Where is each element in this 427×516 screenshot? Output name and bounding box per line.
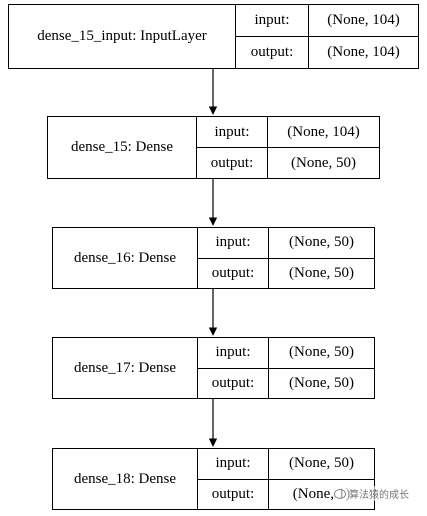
output-label: output: <box>211 485 255 502</box>
layer-node-input: dense_15_input: InputLayer input: output… <box>8 4 419 69</box>
port-shapes: (None, 104) (None, 104) <box>309 5 418 68</box>
layer-name: dense_17: Dense <box>53 338 198 398</box>
input-label: input: <box>236 5 308 37</box>
output-label: output: <box>250 44 294 60</box>
input-shape: (None, 104) <box>268 117 379 148</box>
wechat-icon <box>334 488 346 499</box>
input-label: input: <box>198 449 268 480</box>
layer-name: dense_18: Dense <box>53 449 198 509</box>
input-shape: (None, 50) <box>269 449 374 480</box>
layer-node-dense-17: dense_17: Dense input: output: (None, 50… <box>52 337 375 399</box>
output-shape: (None, 50) <box>289 264 354 281</box>
layer-name: dense_15_input: InputLayer <box>9 5 236 68</box>
port-labels: input: output: <box>198 228 269 288</box>
input-label: input: <box>198 338 268 369</box>
port-labels: input: output: <box>198 449 269 509</box>
input-shape: (None, 104) <box>309 5 418 37</box>
output-shape: (None, 50) <box>291 154 356 171</box>
port-labels: input: output: <box>198 338 269 398</box>
output-label: output: <box>211 374 255 391</box>
input-shape: (None, 50) <box>269 228 374 259</box>
watermark: 算法猿的成长 <box>334 486 409 501</box>
port-shapes: (None, 50) (None, 50) <box>269 228 374 288</box>
layer-node-dense-15: dense_15: Dense input: output: (None, 10… <box>47 116 380 179</box>
input-shape: (None, 50) <box>269 338 374 369</box>
port-labels: input: output: <box>197 117 268 178</box>
input-label: input: <box>198 228 268 259</box>
port-labels: input: output: <box>236 5 309 68</box>
layer-name: dense_15: Dense <box>48 117 197 178</box>
output-shape: (None, 104) <box>327 44 400 60</box>
layer-node-dense-18: dense_18: Dense input: output: (None, 50… <box>52 448 375 510</box>
input-label: input: <box>197 117 267 148</box>
output-label: output: <box>210 154 254 171</box>
output-shape: (None, 50) <box>289 374 354 391</box>
layer-name: dense_16: Dense <box>53 228 198 288</box>
output-label: output: <box>211 264 255 281</box>
watermark-text: 算法猿的成长 <box>349 490 409 501</box>
port-shapes: (None, 104) (None, 50) <box>268 117 379 178</box>
layer-node-dense-16: dense_16: Dense input: output: (None, 50… <box>52 227 375 289</box>
port-shapes: (None, 50) (None, 50) <box>269 338 374 398</box>
